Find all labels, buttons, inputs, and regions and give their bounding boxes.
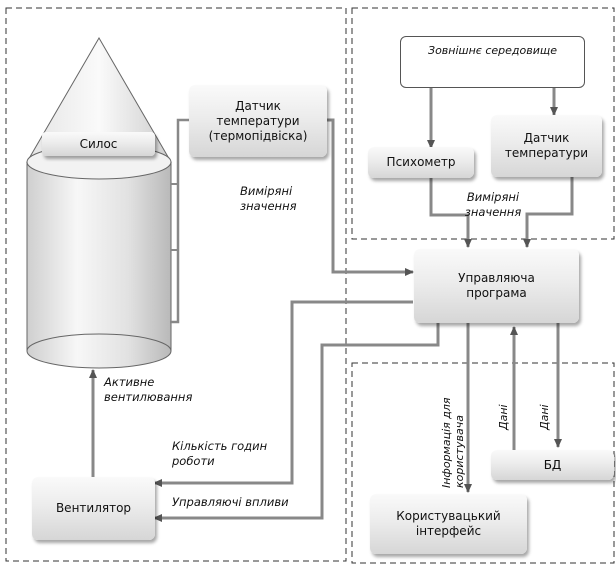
node-environment: Зовнішнє середовище xyxy=(400,36,585,88)
label-control: Управляючі впливи xyxy=(172,495,289,509)
region-borders xyxy=(5,7,615,564)
node-psychrometer: Психометр xyxy=(368,147,474,178)
node-db: БД xyxy=(491,450,614,480)
edge-program-to-fan-control xyxy=(153,323,440,522)
label-info-for-user: Інформація для користувача xyxy=(440,397,466,488)
edge-sensor-env-to-program xyxy=(523,176,574,248)
node-fan: Вентилятор xyxy=(32,477,155,540)
node-program: Управляюча програма xyxy=(414,249,579,323)
label-measured-silo: Виміряні значення xyxy=(240,184,297,213)
label-data-program-to-db: Дані xyxy=(538,404,551,430)
edge-sensor-silo-to-program xyxy=(327,118,414,276)
region-control xyxy=(351,362,615,564)
node-sensor-env: Датчик температури xyxy=(491,115,602,177)
label-data-db-to-program: Дані xyxy=(497,404,510,430)
edge-psychrometer-to-program xyxy=(429,178,472,248)
region-environment xyxy=(351,7,615,240)
label-active-ventilation: Активне вентилювання xyxy=(104,375,193,404)
region-silo xyxy=(5,7,347,562)
label-measured-env: Виміряні значення xyxy=(464,190,522,219)
label-hours: Кількість годин роботи xyxy=(172,439,268,468)
edge-program-to-fan-hours xyxy=(153,300,413,487)
node-sensor-silo: Датчик температури (термопідвіска) xyxy=(189,85,327,157)
node-silos-label: Силос xyxy=(42,132,155,156)
silo-shape xyxy=(26,37,172,369)
thermo-cable xyxy=(170,118,190,324)
node-ui: Користувацький інтерфейс xyxy=(370,494,527,554)
